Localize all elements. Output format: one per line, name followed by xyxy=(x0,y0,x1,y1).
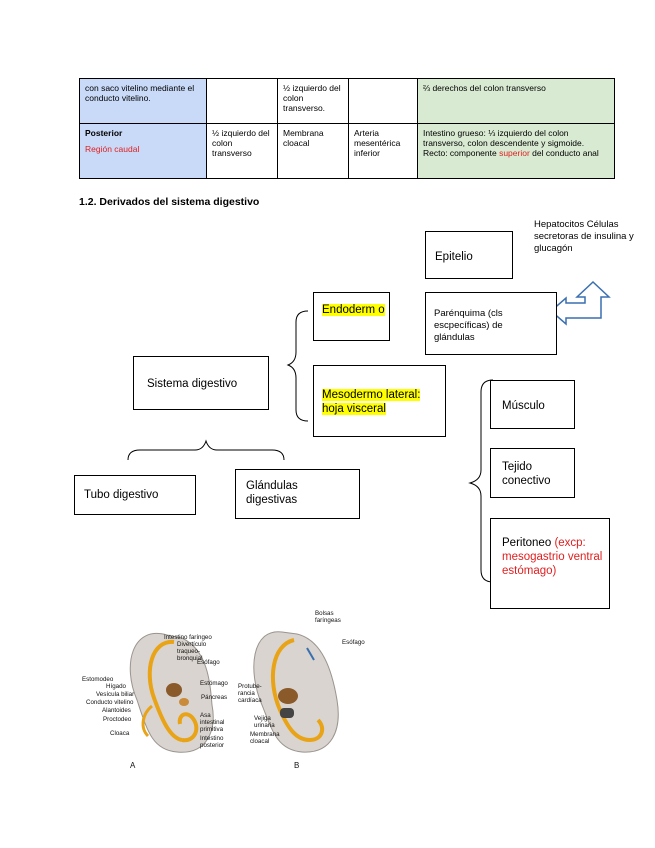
brace-right-top xyxy=(286,310,309,422)
up-arrow-icon xyxy=(549,280,611,326)
figure-label: Proctodeo xyxy=(103,716,132,723)
sistema-digestivo-box: Sistema digestivo xyxy=(133,356,269,410)
figure-label: Estómago xyxy=(200,680,228,687)
figure-label: Páncreas xyxy=(201,694,228,701)
cell-text: Intestino grueso: ⅓ izquierdo del colon … xyxy=(423,128,585,158)
figure-label: Intestino faríngeo xyxy=(164,634,212,641)
table-row: con saco vitelino mediante el conducto v… xyxy=(79,78,615,124)
tejido-box: Tejido conectivo xyxy=(490,448,575,498)
tubo-digestivo-box: Tubo digestivo xyxy=(74,475,196,515)
figure-label: Estomodeo xyxy=(82,676,114,683)
table-cell: con saco vitelino mediante el conducto v… xyxy=(79,78,207,124)
box-label: Endoderm o xyxy=(322,304,385,316)
box-label: Mesodermo lateral: hoja visceral xyxy=(322,389,421,415)
box-label: Tejido conectivo xyxy=(502,461,551,487)
brace-bottom xyxy=(127,439,285,461)
mesodermo-box: Mesodermo lateral: hoja visceral xyxy=(313,365,446,437)
table-cell: Posterior Región caudal xyxy=(79,123,207,179)
figure-label: Conducto vitelino xyxy=(86,699,134,706)
section-title: 1.2. Derivados del sistema digestivo xyxy=(79,196,260,208)
figure-label-b: B xyxy=(294,761,300,770)
glandulas-box: Glándulas digestivas xyxy=(235,469,360,519)
musculo-box: Músculo xyxy=(490,380,575,429)
figure-label: Cloaca xyxy=(110,730,130,737)
peritoneo-box: Peritoneo (excp: mesogastrio ventral est… xyxy=(490,518,610,609)
figure-label: Protube-rancia cardíaca xyxy=(238,683,262,704)
figure-label-a: A xyxy=(130,761,136,770)
epitelio-box: Epitelio xyxy=(425,231,513,279)
figure-label: Esófago xyxy=(342,639,365,646)
box-label: Glándulas digestivas xyxy=(246,480,298,506)
embryo-figure: Intestino faríngeo Divertículo traqueo-b… xyxy=(82,610,382,770)
table-cell: ½ izquierdo del colon transverso xyxy=(206,123,278,179)
figure-label: Vesícula biliar xyxy=(96,691,135,698)
table-cell: Arteria mesentérica inferior xyxy=(348,123,418,179)
endodermo-box: Endoderm o xyxy=(313,292,390,341)
figure-label: Vejiga urinaria xyxy=(254,715,275,729)
box-label-red: (excp: mesogastrio ventral estómago) xyxy=(502,537,603,577)
row-subtitle: Región caudal xyxy=(85,144,140,154)
table-cell xyxy=(206,78,278,124)
figure-label: Alantoides xyxy=(102,707,131,714)
figure-label: Membrana cloacal xyxy=(250,731,280,745)
table-cell: Membrana cloacal xyxy=(277,123,349,179)
box-label: Parénquima (cls escpecíficas) de glándul… xyxy=(434,308,503,343)
box-label: Peritoneo xyxy=(502,537,555,549)
figure-label: Esófago xyxy=(197,659,220,666)
row-title: Posterior xyxy=(85,128,123,138)
cell-text-red: superior xyxy=(499,148,530,158)
hepatocitos-text: Hepatocitos Células secretoras de insuli… xyxy=(534,219,634,254)
box-label: Tubo digestivo xyxy=(84,489,159,501)
figure-label: Asa intestinal primitiva xyxy=(200,712,225,733)
figure-label: Divertículo traqueo-bronquial xyxy=(177,641,207,662)
cell-text: del conducto anal xyxy=(529,148,599,158)
table-cell: ⅔ derechos del colon transverso xyxy=(417,78,615,124)
embryo-illustration xyxy=(129,631,339,753)
box-label: Sistema digestivo xyxy=(147,378,238,390)
brace-right-bottom xyxy=(468,379,494,583)
table-cell: ½ izquierdo del colon transverso. xyxy=(277,78,349,124)
table-cell: Intestino grueso: ⅓ izquierdo del colon … xyxy=(417,123,615,179)
figure-label: Intestino posterior xyxy=(200,735,225,749)
box-label: Epitelio xyxy=(435,251,473,263)
parenquima-box: Parénquima (cls escpecíficas) de glándul… xyxy=(425,292,557,355)
table-row: Posterior Región caudal ½ izquierdo del … xyxy=(79,123,615,179)
embryology-table: con saco vitelino mediante el conducto v… xyxy=(79,78,615,179)
box-label: Músculo xyxy=(502,400,545,412)
figure-label: Bolsas faríngeas xyxy=(315,610,341,624)
figure-label: Hígado xyxy=(106,683,126,690)
